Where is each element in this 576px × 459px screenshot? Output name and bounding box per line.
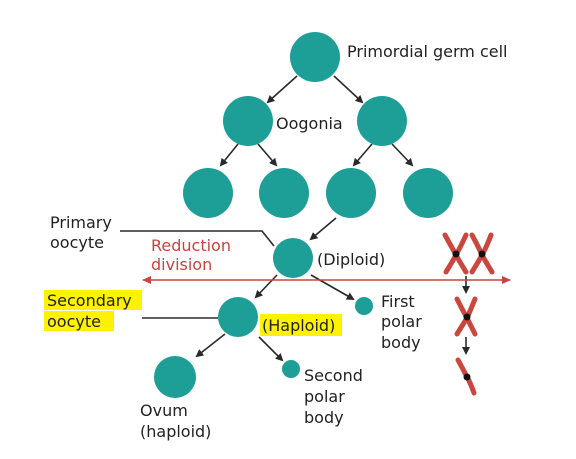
second-polar-body-label-1: Second xyxy=(304,366,363,385)
arrow-oogonia-l-to-cell2 xyxy=(257,143,278,167)
reduction-label-1: Reduction xyxy=(151,236,231,255)
oogonium-left xyxy=(223,96,273,146)
secondary-oocyte-label-1: Secondary xyxy=(47,291,132,310)
ovum-cell xyxy=(154,356,196,398)
secondary-oocyte-highlight xyxy=(44,290,142,310)
oogonia-label: Oogonia xyxy=(276,114,343,133)
oogonium-right xyxy=(357,96,407,146)
first-polar-body-cell xyxy=(355,297,373,315)
primary-oocyte-label-2: oocyte xyxy=(50,233,104,252)
first-polar-body-label-3: body xyxy=(381,333,421,352)
chromosome-single xyxy=(454,296,478,337)
primary-oocyte-pointer xyxy=(120,230,275,247)
second-polar-body-cell xyxy=(282,360,300,378)
connector-lines xyxy=(120,75,470,362)
secondary-oocyte-label-2: oocyte xyxy=(47,312,101,331)
ovum-label-2: (haploid) xyxy=(140,422,211,441)
arrow-oogonia-l-to-cell1 xyxy=(219,143,239,167)
arrow-primary-to-first-polar xyxy=(310,274,355,300)
first-polar-body-label-1: First xyxy=(381,292,415,311)
secondary-oocyte-cell xyxy=(218,297,258,337)
reduction-label-2: division xyxy=(151,255,212,274)
ovum-label-1: Ovum xyxy=(140,401,188,420)
cells xyxy=(154,32,453,398)
cell-2 xyxy=(259,168,309,218)
diploid-label: (Diploid) xyxy=(317,250,385,269)
arrow-oogonia-r-to-cell4 xyxy=(391,143,414,167)
primary-oocyte-label-1: Primary xyxy=(50,213,112,232)
secondary-oocyte-highlight-2 xyxy=(44,311,114,331)
second-polar-body-label-3: body xyxy=(304,408,344,427)
chromosome-pair-right xyxy=(469,232,495,275)
first-polar-body-label-2: polar xyxy=(381,312,422,331)
primordial-germ-cell-label: Primordial germ cell xyxy=(347,42,508,61)
cell-3 xyxy=(326,168,376,218)
second-polar-body-label-2: polar xyxy=(304,387,345,406)
primary-oocyte-cell xyxy=(273,238,313,278)
chromatid xyxy=(455,357,477,396)
cell-1 xyxy=(183,168,233,218)
arrow-secondary-to-ovum xyxy=(195,333,226,358)
haploid-highlight xyxy=(260,314,342,336)
cell-4 xyxy=(403,168,453,218)
arrow-secondary-to-second-polar xyxy=(258,336,284,362)
chromosome-illustration xyxy=(442,232,495,396)
arrow-primordial-to-oogonia-right xyxy=(333,75,364,104)
arrow-primordial-to-oogonia-left xyxy=(266,75,298,104)
primordial-germ-cell xyxy=(290,32,340,82)
arrow-oogonia-r-to-cell3 xyxy=(352,143,373,167)
arrow-cell-to-primary-oocyte xyxy=(309,217,337,241)
chromosome-pair-left xyxy=(442,232,469,275)
arrow-primary-to-secondary xyxy=(254,274,278,299)
labels: Primordial germ cell Oogonia Primary ooc… xyxy=(47,42,508,441)
haploid-label: (Haploid) xyxy=(262,316,335,335)
